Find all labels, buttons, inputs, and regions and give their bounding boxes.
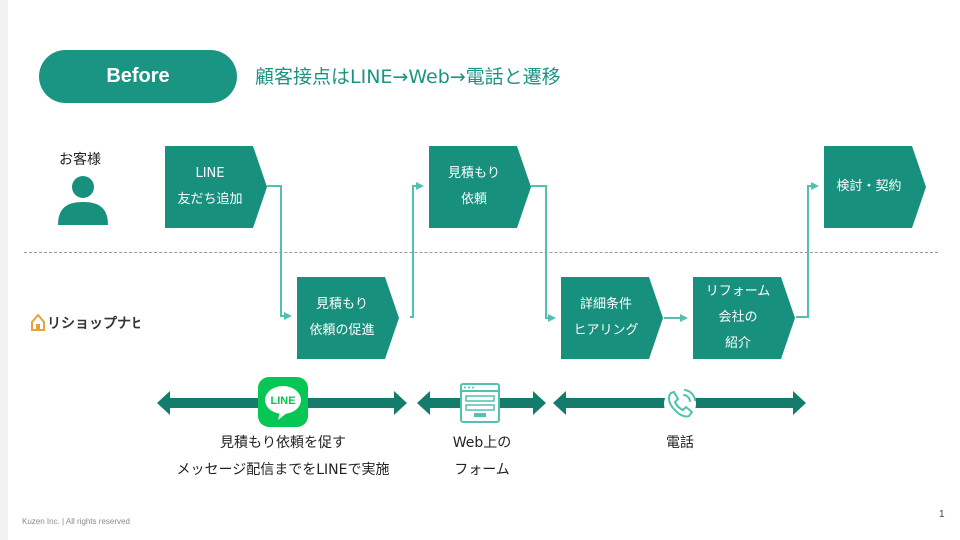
customer-lane-label: お客様 bbox=[59, 152, 101, 168]
step-hearing-line2: ヒアリング bbox=[573, 323, 639, 338]
step-contract-shape bbox=[824, 146, 926, 228]
before-pill: Before bbox=[39, 50, 237, 103]
step-line-add-line1: LINE bbox=[195, 166, 225, 181]
step-estimate-request-line2: 依頼 bbox=[460, 192, 487, 207]
step-reform-intro: リフォーム 会社の 紹介 bbox=[693, 277, 797, 359]
step-reform-intro-shape bbox=[693, 277, 795, 359]
company-logo-text: リショップナビ bbox=[47, 316, 140, 332]
left-margin-strip bbox=[0, 0, 8, 540]
step-estimate-request-shape bbox=[429, 146, 531, 228]
line-caption-line1: 見積もり依頼を促す bbox=[220, 435, 346, 451]
connector-line-to-promote bbox=[267, 185, 292, 320]
step-reform-intro-line3: 紹介 bbox=[724, 336, 751, 351]
connector-request-to-hearing bbox=[531, 185, 556, 322]
company-logo: リショップナビ bbox=[31, 313, 140, 332]
customer-person-icon bbox=[58, 176, 108, 225]
phone-icon bbox=[664, 388, 696, 420]
step-contract: 検討・契約 bbox=[824, 146, 928, 228]
step-contract-line1: 検討・契約 bbox=[836, 179, 902, 194]
connector-promote-to-request bbox=[410, 182, 424, 318]
step-hearing: 詳細条件 ヒアリング bbox=[561, 277, 665, 359]
phone-channel-caption: 電話 bbox=[620, 430, 740, 457]
web-caption-line2: フォーム bbox=[454, 462, 510, 478]
step-reform-intro-line2: 会社の bbox=[718, 310, 758, 325]
step-line-add-line2: 友だち追加 bbox=[177, 192, 243, 207]
step-estimate-request: 見積もり 依頼 bbox=[429, 146, 533, 228]
step-hearing-line1: 詳細条件 bbox=[579, 297, 632, 312]
line-caption-line2: メッセージ配信までをLINEで実施 bbox=[176, 462, 390, 478]
line-app-icon: LINE bbox=[258, 377, 308, 427]
step-estimate-promote-line2: 依頼の促進 bbox=[309, 323, 375, 338]
step-reform-intro-line1: リフォーム bbox=[705, 284, 771, 299]
step-line-add-shape bbox=[165, 146, 267, 228]
slide-title: 顧客接点はLINE→Web→電話と遷移 bbox=[255, 66, 561, 88]
lane-divider bbox=[24, 252, 938, 253]
step-hearing-shape bbox=[561, 277, 663, 359]
connector-reform-to-contract bbox=[796, 182, 819, 318]
phone-caption-line1: 電話 bbox=[666, 435, 694, 451]
step-estimate-request-line1: 見積もり bbox=[447, 166, 500, 181]
step-line-add: LINE 友だち追加 bbox=[165, 146, 269, 228]
web-form-icon bbox=[460, 383, 500, 423]
footer-copyright: Kuzen Inc. | All rights reserved bbox=[22, 517, 130, 526]
step-estimate-promote: 見積もり 依頼の促進 bbox=[297, 277, 401, 359]
house-icon bbox=[31, 313, 45, 331]
web-caption-line1: Web上の bbox=[452, 435, 512, 451]
step-estimate-promote-shape bbox=[297, 277, 399, 359]
line-icon-text: LINE bbox=[270, 395, 295, 407]
line-channel-caption: 見積もり依頼を促す メッセージ配信までをLINEで実施 bbox=[160, 430, 406, 484]
step-estimate-promote-line1: 見積もり bbox=[315, 297, 368, 312]
page-number: 1 bbox=[939, 509, 945, 520]
web-channel-caption: Web上の フォーム bbox=[420, 430, 544, 484]
